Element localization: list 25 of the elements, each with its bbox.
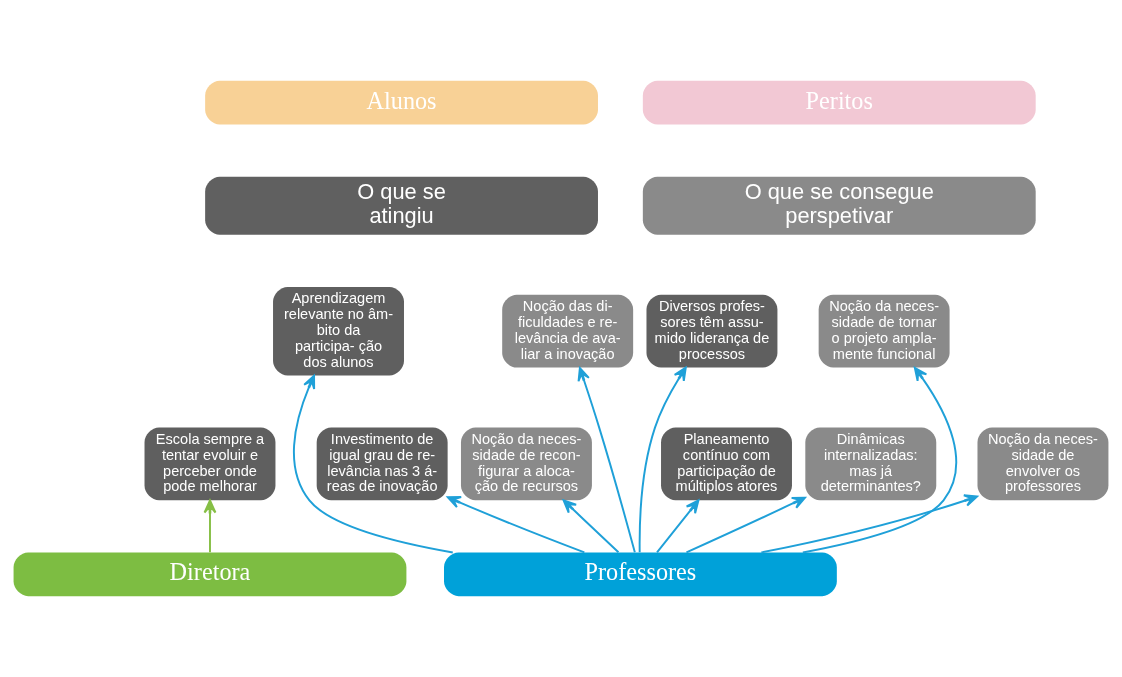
arrow [638, 366, 687, 554]
arrow [446, 496, 586, 554]
arrow [656, 499, 700, 554]
arrow [801, 366, 958, 554]
arrow [577, 367, 636, 554]
node-box: Noção da neces- sidade de recon- figurar a aloca- ção de recursos [460, 427, 592, 501]
node-box: Alunos [205, 80, 598, 125]
node-box: O que se consegue perspetivar [642, 176, 1036, 235]
arrow [760, 494, 979, 554]
node-box: Noção da neces- sidade de tornar o projeto ampla- mente funcional [818, 294, 950, 368]
node-box: Professores [444, 552, 837, 597]
arrow [562, 499, 620, 554]
node-box: Planeamento contínuo com participação de múltiplos atores [661, 427, 792, 501]
node-box: Dinâmicas internalizadas: mas já determinantes? [805, 427, 937, 501]
arrow [292, 374, 454, 554]
node-box: Noção das di- ficuldades e re- levância de ava- liar a inovação [502, 294, 634, 368]
node-box: O que se atingiu [205, 176, 598, 235]
arrow [685, 496, 806, 554]
node-box: Diversos profes- sores têm assu- mido liderança de processos [646, 294, 778, 368]
node-box: Noção da neces- sidade de envolver os professores [977, 427, 1109, 501]
node-box: Diretora [13, 552, 407, 597]
node-box: Escola sempre a tentar evoluir e perceber onde pode melhorar [144, 427, 276, 501]
arrow [203, 499, 217, 554]
node-box: Investimento de igual grau de re- levância nas 3 á- reas de inovação [316, 427, 448, 501]
node-box: Aprendizagem relevante no âm- bito da participa- ção dos alunos [273, 286, 404, 376]
